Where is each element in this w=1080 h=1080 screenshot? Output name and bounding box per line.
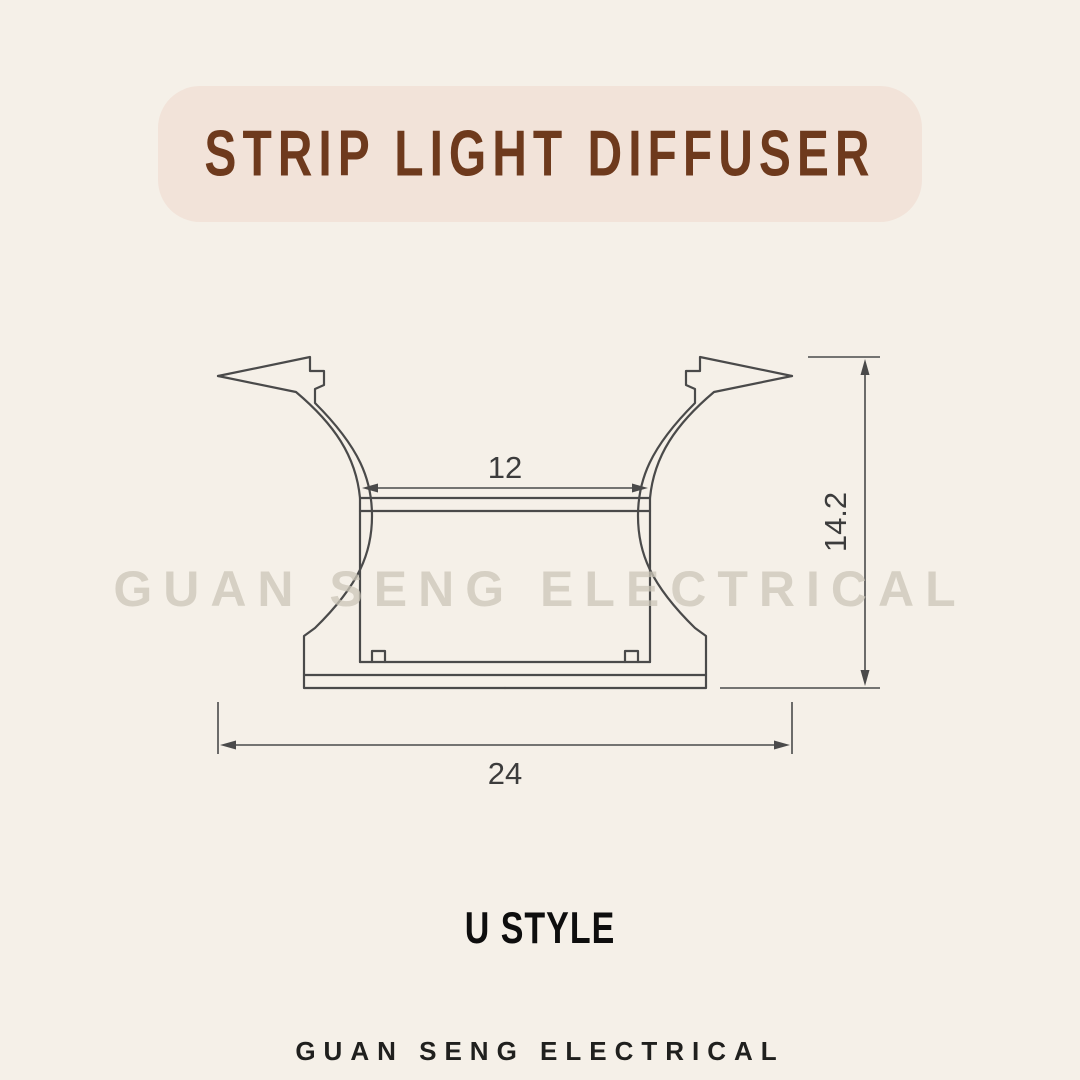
profile-bottom-notch <box>623 649 640 664</box>
style-label: U STYLE <box>464 904 616 954</box>
profile-center-details <box>302 496 708 677</box>
profile-wing-underside <box>216 374 362 500</box>
profile-wing-underside <box>648 374 794 500</box>
dimension-label-height: 14.2 <box>818 492 853 552</box>
profile-right-half <box>503 355 794 690</box>
profile-outer-contour <box>216 355 507 690</box>
profile-left-half <box>216 355 507 690</box>
arrow-right-icon <box>632 483 648 493</box>
profile-cross-section-diagram: 12 14.2 24 <box>120 330 960 800</box>
dimension-height: 14.2 <box>720 356 880 689</box>
page-title: STRIP LIGHT DIFFUSER <box>204 118 876 190</box>
arrow-up-icon <box>860 359 870 375</box>
profile-bottom-notch <box>370 649 387 664</box>
dimension-outer-width: 24 <box>217 702 793 791</box>
title-banner: STRIP LIGHT DIFFUSER <box>158 86 922 222</box>
footer-brand: GUAN SENG ELECTRICAL <box>295 1036 785 1066</box>
profile-outer-contour <box>503 355 794 690</box>
watermark-text: GUAN SENG ELECTRICAL <box>113 561 967 617</box>
dimension-label-outer-width: 24 <box>488 756 522 791</box>
arrow-left-icon <box>362 483 378 493</box>
dimension-label-inner-width: 12 <box>488 450 522 485</box>
technical-drawing-svg: 12 14.2 24 <box>216 355 880 791</box>
arrow-right-icon <box>774 740 790 750</box>
arrow-down-icon <box>860 670 870 686</box>
dimension-inner-width: 12 <box>362 450 648 493</box>
arrow-left-icon <box>220 740 236 750</box>
